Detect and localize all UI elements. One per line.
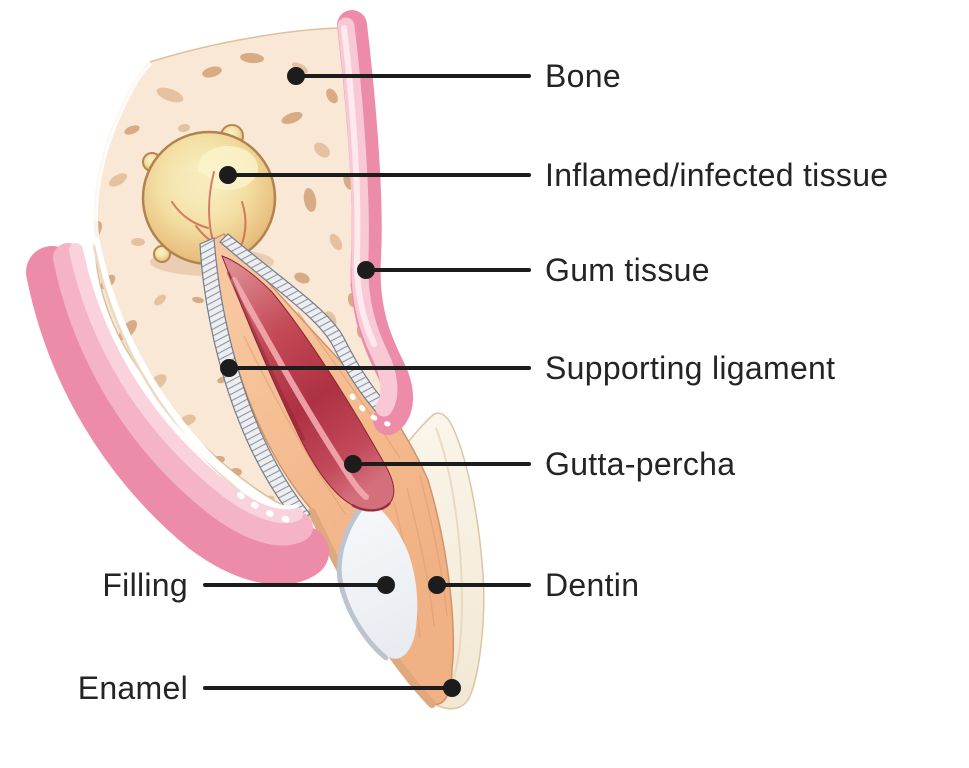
gum-tissue-lower-left (26, 238, 329, 585)
label-dentin: Dentin (545, 567, 640, 603)
leader-supporting-ligament (220, 359, 531, 377)
label-gutta-percha: Gutta-percha (545, 446, 736, 482)
filling-body (341, 498, 418, 659)
gutta-percha-tip-shade (351, 502, 391, 512)
gum-right-highlight (341, 25, 377, 347)
gum-right-tip-fringe (349, 393, 391, 427)
leader-inflamed-infected-tissue (219, 166, 531, 184)
enamel-inner-line (435, 427, 464, 701)
label-enamel: Enamel (77, 670, 188, 706)
filling-region (336, 498, 418, 661)
inflamed-highlight-2 (172, 171, 212, 201)
label-gum-tissue: Gum tissue (545, 252, 710, 288)
leader-bone (287, 67, 531, 85)
label-filling: Filling (102, 567, 188, 603)
enamel-leader-dot (443, 679, 461, 697)
gum-lower-scallop-fringe (237, 492, 303, 525)
label-supporting-ligament: Supporting ligament (545, 350, 836, 386)
gutta-percha-dark-edge (226, 271, 306, 441)
dentin-leader-dot (428, 576, 446, 594)
leader-enamel (203, 679, 461, 697)
gutta-leader-dot (344, 455, 362, 473)
gum-lower-white-line (82, 242, 298, 510)
leader-gum-tissue (357, 261, 531, 279)
label-inflamed-infected-tissue: Inflamed/infected tissue (545, 157, 889, 193)
ligament-leader-dot (220, 359, 238, 377)
supporting-ligament-left (199, 237, 311, 523)
bone-left-fringe (90, 59, 153, 241)
inflamed-leader-dot (219, 166, 237, 184)
leader-dentin (428, 576, 531, 594)
leader-gutta-percha (344, 455, 531, 473)
gum-leader-dot (357, 261, 375, 279)
leader-filling (203, 576, 395, 594)
gutta-percha-cone (221, 255, 395, 512)
leader-lines (203, 67, 531, 697)
gum-lower-mid (53, 243, 313, 546)
gutta-percha-highlight (231, 277, 369, 500)
bone-leader-dot (287, 67, 305, 85)
filling-leader-dot (377, 576, 395, 594)
gum-lower-outer (26, 246, 329, 585)
label-bone: Bone (545, 58, 621, 94)
filling-shadow-edge (336, 501, 389, 661)
